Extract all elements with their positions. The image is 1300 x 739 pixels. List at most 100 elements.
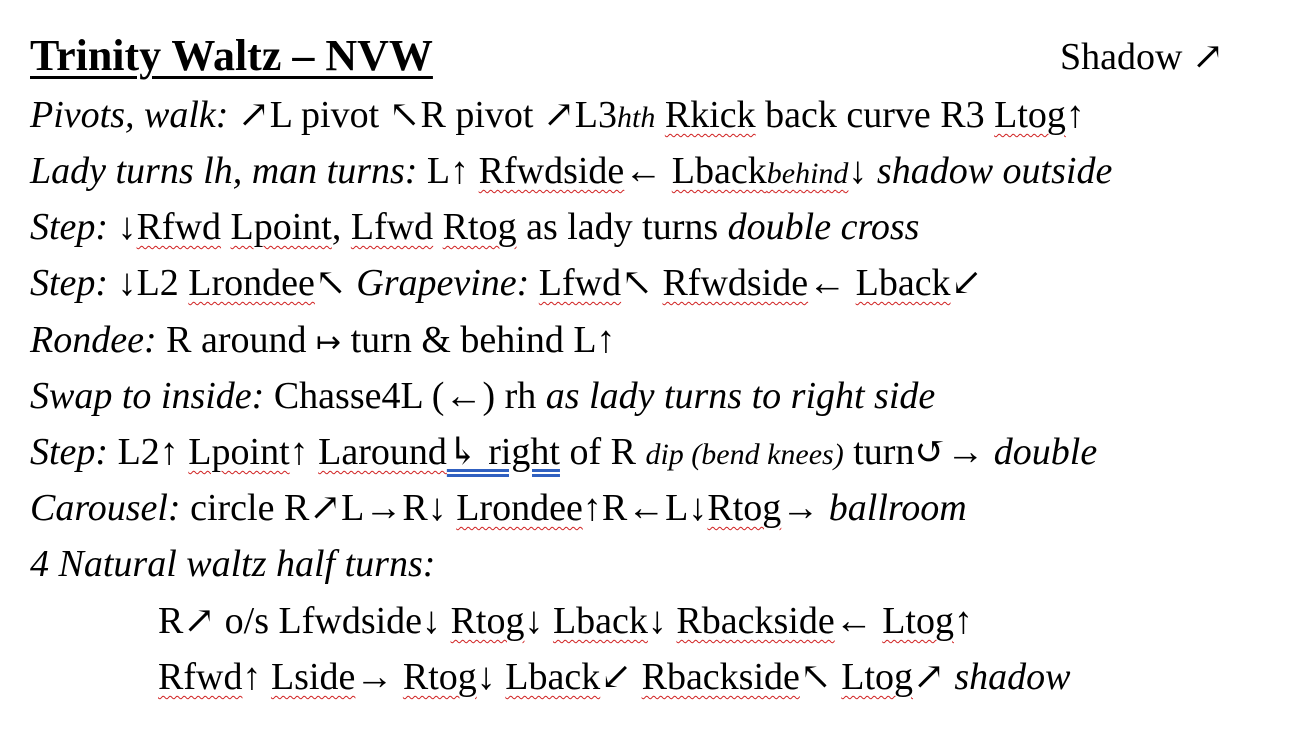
text-line-10: R↗ o/s Lfwdside↓ Rtog↓ Lback↓ Rbackside←… (158, 596, 973, 646)
text-segment: ↖ (799, 656, 842, 698)
text-segment: ↑ (954, 600, 973, 642)
text-segment: → (781, 487, 829, 529)
text-segment: Rfwdside (662, 262, 809, 304)
text-segment: Rtog (450, 600, 525, 642)
text-segment: ↳ right (446, 431, 560, 473)
text-segment: Laround (318, 431, 447, 473)
text-segment: ↓L2 (108, 262, 189, 304)
text-segment: Lback (552, 600, 648, 642)
text-segment: Rtog (707, 487, 782, 529)
text-segment: Rfwd (136, 206, 222, 248)
text-segment: Rfwd (158, 656, 243, 698)
text-segment: Lady turns lh, man turns: (30, 150, 418, 192)
text-segment: Carousel: (30, 487, 181, 529)
text-segment: ↑ (242, 656, 271, 698)
text-segment: Ltog (994, 94, 1066, 136)
text-segment: Ltog (882, 600, 954, 642)
text-segment: Step: (30, 262, 109, 304)
text-segment: Step: (30, 431, 109, 473)
text-segment: Rondee: (30, 319, 157, 361)
text-segment: hth (617, 101, 656, 134)
text-segment: ↑ (1065, 94, 1085, 136)
text-segment: Swap to inside: (30, 375, 265, 417)
text-segment: Rbackside (641, 656, 800, 698)
text-segment: Rbackside (676, 600, 835, 642)
text-segment: Lpoint (230, 206, 332, 248)
text-line-9: 4 Natural waltz half turns: (30, 539, 435, 589)
text-segment: Lrondee (456, 487, 583, 529)
text-segment (655, 94, 665, 136)
text-segment: ↓ (848, 150, 877, 192)
text-segment: → (355, 656, 403, 698)
text-segment: Step: (30, 206, 109, 248)
text-line-3: Step: ↓Rfwd Lpoint, Lfwd Rtog as lady tu… (30, 202, 919, 252)
text-segment: Lfwd (538, 262, 622, 304)
text-line-1: Pivots, walk: ↗L pivot ↖R pivot ↗L3hth R… (30, 90, 1085, 143)
text-segment: ↗ (913, 656, 955, 698)
text-segment: Lback (505, 656, 601, 698)
text-segment: double (993, 431, 1098, 473)
text-segment: ballroom (828, 487, 967, 529)
text-segment: circle R↗L→R↓ (180, 487, 457, 529)
text-segment: as lady turns to right side (545, 375, 936, 417)
text-segment: shadow (954, 656, 1071, 698)
text-segment: ↓ (524, 600, 553, 642)
text-segment: Lback (855, 262, 951, 304)
text-segment: Lback (671, 150, 767, 192)
text-line-4: Step: ↓L2 Lrondee↖ Grapevine: Lfwd↖ Rfwd… (30, 258, 982, 308)
text-line-11: Rfwd↑ Lside→ Rtog↓ Lback↙ Rbackside↖ Lto… (158, 652, 1071, 702)
text-segment: turn↺→ (843, 431, 994, 473)
text-segment: Rkick (664, 94, 756, 136)
text-segment: Rtog (402, 656, 477, 698)
text-line-8: Carousel: circle R↗L→R↓ Lrondee↑R←L↓Rtog… (30, 483, 967, 533)
text-segment: L↑ (417, 150, 479, 192)
text-line-6: Swap to inside: Chasse4L (←) rh as lady … (30, 371, 935, 421)
text-segment: as lady turns (516, 206, 728, 248)
text-segment: dip (bend knees) (645, 438, 844, 471)
text-segment: Lrondee (188, 262, 315, 304)
text-segment (221, 206, 231, 248)
text-segment: , (331, 206, 351, 248)
text-segment: Grapevine: (356, 262, 530, 304)
text-segment: R around (156, 319, 316, 361)
text-segment (529, 262, 539, 304)
text-segment: of R (559, 431, 646, 473)
text-segment: shadow outside (876, 150, 1113, 192)
header-right-label: Shadow ↗ (1060, 36, 1224, 78)
text-segment: ← (834, 600, 883, 642)
text-segment (433, 206, 443, 248)
text-segment: Ltog (841, 656, 914, 698)
text-segment: Pivots, walk: (30, 94, 229, 136)
text-segment: ↖ (621, 262, 663, 304)
text-segment: Lfwd (350, 206, 434, 248)
text-segment: ← (624, 150, 672, 192)
text-segment: ↖ (314, 262, 357, 304)
text-segment: ↙ (950, 262, 983, 304)
text-segment: ← (808, 262, 856, 304)
text-segment: ↑R←L↓ (582, 487, 708, 529)
text-segment: double cross (727, 206, 920, 248)
text-line-5: Rondee: R around ↦ turn & behind L↑ (30, 315, 616, 368)
text-segment: ↗L pivot ↖R pivot ↗L3 (228, 94, 618, 136)
text-segment: behind (766, 157, 849, 190)
text-segment: ↦ (315, 325, 342, 360)
text-segment: turn & behind L↑ (341, 319, 616, 361)
text-segment: R↗ o/s Lfwdside↓ (158, 600, 451, 642)
text-segment: ↑ (289, 431, 319, 473)
text-segment: 4 Natural waltz half turns: (30, 543, 436, 585)
text-segment: Rfwdside (478, 150, 625, 192)
text-segment: ↓ (647, 600, 677, 642)
text-segment: ↙ (600, 656, 642, 698)
text-segment: Lpoint (188, 431, 290, 473)
text-segment: ↓ (108, 206, 137, 248)
text-segment: Chasse4L (←) rh (264, 375, 546, 417)
text-line-7: Step: L2↑ Lpoint↑ Laround↳ right of R di… (30, 427, 1097, 480)
text-segment: ↓ (476, 656, 506, 698)
text-segment: L2↑ (108, 431, 189, 473)
text-line-2: Lady turns lh, man turns: L↑ Rfwdside← L… (30, 146, 1112, 199)
document-title: Trinity Waltz – NVW (30, 31, 433, 80)
text-segment: back curve R3 (755, 94, 995, 136)
text-segment: Rtog (442, 206, 517, 248)
text-segment: Lside (270, 656, 356, 698)
